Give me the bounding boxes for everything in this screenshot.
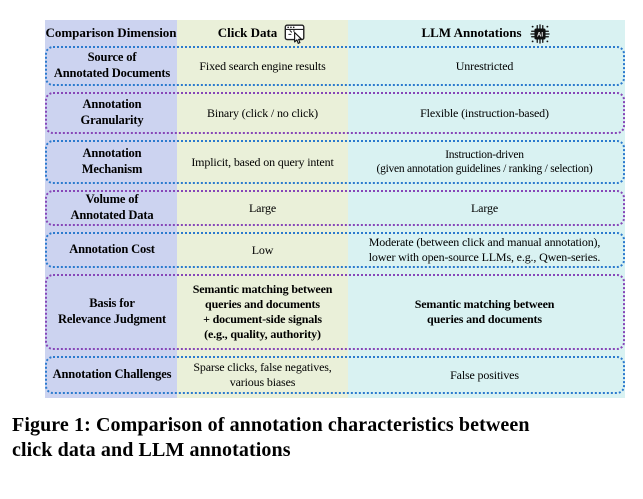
click-data-cell: Low: [251, 242, 274, 257]
figure-caption: Figure 1: Comparison of annotation chara…: [12, 414, 530, 462]
dimension-column-stripe: [45, 20, 177, 398]
click-data-cell: Binary (click / no click): [207, 105, 318, 120]
browser-click-cursor-icon: [284, 24, 305, 44]
header-cell-click-data: Click Data: [177, 20, 348, 46]
table-row-volume-of-annotated-data: Volume of Annotated Data Large Large: [45, 190, 625, 226]
click-data-cell: Semantic matching between queries and do…: [192, 282, 333, 341]
dimension-cell: Annotation Cost: [69, 242, 155, 257]
header-label-llm-annotations: LLM Annotations: [421, 25, 522, 40]
click-data-column-stripe: [177, 20, 348, 398]
table-row-annotation-mechanism: Annotation Mechanism Implicit, based on …: [45, 140, 625, 184]
comparison-table: Comparison Dimension Click Data LLM Anno…: [45, 20, 625, 394]
table-row-source-of-annotated-documents: Source of Annotated Documents Fixed sear…: [45, 46, 625, 86]
llm-annotations-cell: False positives: [450, 367, 519, 382]
ai-chip-icon: AI: [529, 24, 550, 44]
dimension-cell: Volume of Annotated Data: [70, 192, 154, 222]
comparison-table-figure: Comparison Dimension Click Data LLM Anno…: [45, 20, 625, 398]
column-background-stripes: [45, 20, 625, 398]
llm-annotations-column-stripe: [348, 20, 625, 398]
llm-annotations-cell: Instruction-driven (given annotation gui…: [376, 148, 593, 175]
click-data-cell: Sparse clicks, false negatives, various …: [193, 360, 332, 389]
table-header-row: Comparison Dimension Click Data LLM Anno…: [45, 20, 625, 46]
header-cell-comparison-dimension: Comparison Dimension: [45, 20, 177, 46]
click-data-cell: Large: [248, 200, 276, 215]
click-data-cell: Implicit, based on query intent: [191, 154, 334, 169]
llm-annotations-cell: Semantic matching between queries and do…: [414, 297, 555, 326]
dimension-cell: Basis for Relevance Judgment: [57, 296, 167, 326]
llm-annotations-cell: Unrestricted: [455, 58, 514, 73]
dimension-cell: Annotation Granularity: [80, 97, 144, 127]
llm-annotations-cell: Large: [470, 200, 498, 215]
table-row-annotation-cost: Annotation Cost Low Moderate (between cl…: [45, 232, 625, 268]
table-row-basis-for-relevance-judgment: Basis for Relevance Judgment Semantic ma…: [45, 274, 625, 350]
click-data-cell: Fixed search engine results: [199, 58, 326, 73]
svg-text:AI: AI: [537, 32, 543, 38]
header-cell-llm-annotations: LLM Annotations AI: [348, 20, 625, 46]
llm-annotations-cell: Flexible (instruction-based): [420, 105, 549, 120]
header-label-dimension: Comparison Dimension: [45, 25, 177, 40]
header-label-click-data: Click Data: [217, 25, 278, 40]
table-row-annotation-granularity: Annotation Granularity Binary (click / n…: [45, 92, 625, 134]
dimension-cell: Annotation Mechanism: [81, 146, 143, 176]
dimension-cell: Source of Annotated Documents: [53, 50, 171, 80]
llm-annotations-cell: Moderate (between click and manual annot…: [368, 235, 601, 264]
dimension-cell: Annotation Challenges: [52, 367, 172, 382]
table-row-annotation-challenges: Annotation Challenges Sparse clicks, fal…: [45, 356, 625, 394]
